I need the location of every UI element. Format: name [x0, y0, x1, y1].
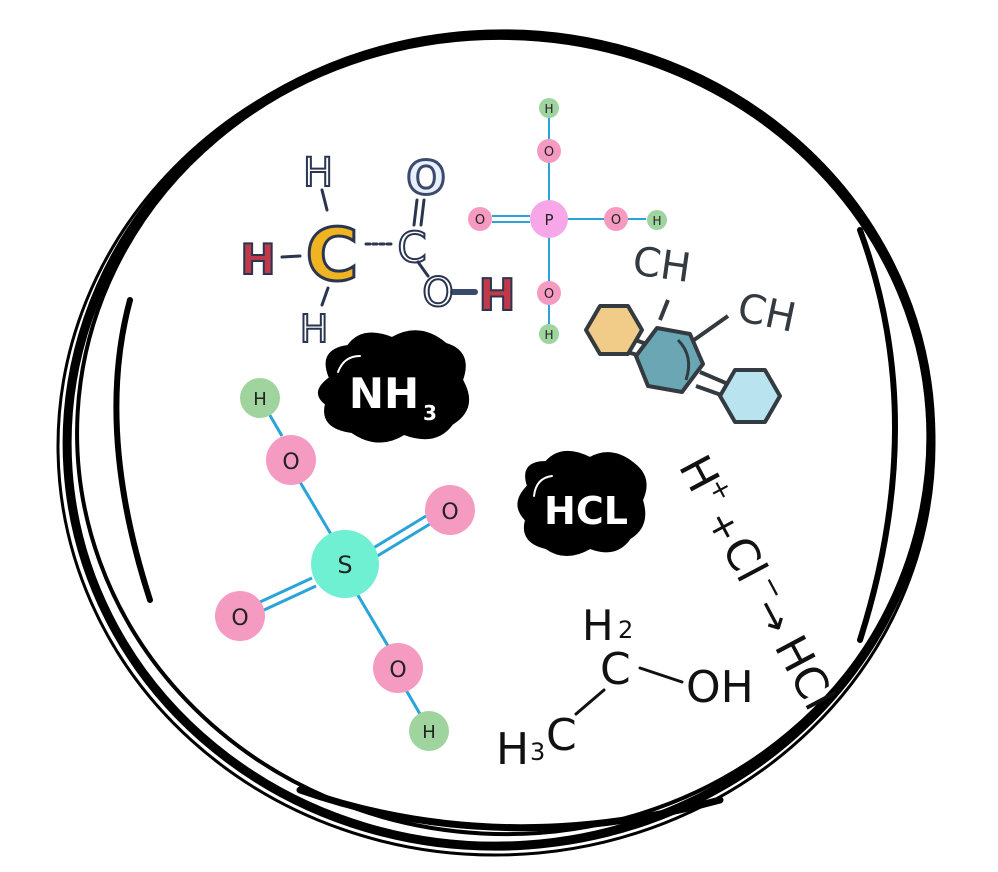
acetic-acid-structure: H H C H C O O H — [239, 149, 516, 352]
atom-c-second: C — [397, 223, 426, 272]
ethanol-h3: H — [496, 724, 529, 775]
svg-text:O: O — [282, 450, 299, 475]
atom-o-single: O — [422, 270, 453, 316]
svg-text:H: H — [544, 102, 553, 116]
atom-h-top-left — [240, 378, 280, 418]
hexagon-teal — [634, 326, 705, 394]
svg-text:O: O — [441, 500, 458, 525]
hexagon-light — [718, 368, 782, 424]
ethanol-h2-sub: 2 — [618, 616, 633, 644]
svg-text:O: O — [611, 213, 621, 228]
svg-text:O: O — [544, 287, 554, 302]
label-ch-2: CH — [734, 285, 800, 342]
aromatic-structure — [584, 299, 782, 424]
svg-text:H: H — [253, 389, 267, 410]
hcl-label: HCL — [544, 489, 628, 533]
atom-h-acid: H — [479, 270, 516, 321]
svg-text:O: O — [544, 145, 554, 160]
atom-o-left — [468, 207, 492, 231]
atom-h-bottom — [539, 324, 559, 344]
nh3-bubble: NH 3 — [318, 330, 470, 443]
atom-h-top: H — [303, 150, 333, 196]
atom-h-top — [539, 98, 559, 118]
atom-o-double: O — [406, 151, 445, 205]
svg-text:P: P — [544, 211, 553, 229]
nh3-subscript: 3 — [423, 401, 437, 425]
label-ch-1: CH — [630, 238, 694, 292]
atom-h-right — [647, 210, 667, 230]
svg-text:O: O — [231, 606, 248, 631]
reaction-arrow: → — [744, 590, 800, 641]
ethanol-h3-c: C — [546, 710, 577, 761]
svg-text:O: O — [475, 213, 485, 228]
atom-s — [311, 530, 379, 598]
atom-c-main: C — [306, 213, 359, 297]
atom-h-bottom — [409, 711, 449, 751]
ethanol-structure: H 2 C OH H 3 C — [496, 601, 754, 775]
svg-text:H: H — [652, 214, 661, 228]
hcl-bubble: HCL — [517, 451, 647, 556]
atom-o-right — [604, 207, 628, 231]
svg-text:H: H — [544, 328, 553, 342]
circle-frame — [56, 29, 936, 857]
atom-h-left: H — [240, 235, 275, 284]
svg-text:O: O — [389, 658, 406, 683]
ethanol-h2: H — [582, 601, 614, 650]
atom-p — [530, 200, 568, 238]
atom-h-bottom: H — [300, 307, 329, 351]
atom-o-right — [425, 485, 475, 535]
atom-o-bottom — [373, 643, 423, 693]
ethanol-h3-sub: 3 — [530, 738, 545, 766]
hexagon-orange — [584, 304, 644, 356]
ethanol-oh: OH — [686, 662, 754, 713]
ethanol-c: C — [600, 644, 631, 695]
atom-o-left — [215, 591, 265, 641]
atom-o-bottom — [537, 281, 561, 305]
svg-text:H: H — [422, 722, 436, 743]
atom-o-top — [537, 139, 561, 163]
phosphoric-acid-structure: P O H O O H O H — [468, 98, 667, 344]
svg-text:S: S — [337, 551, 352, 579]
nh3-label: NH — [349, 369, 419, 418]
atom-o-top-left — [266, 435, 316, 485]
sulfuric-acid-structure: S O H O O O H — [215, 378, 475, 751]
